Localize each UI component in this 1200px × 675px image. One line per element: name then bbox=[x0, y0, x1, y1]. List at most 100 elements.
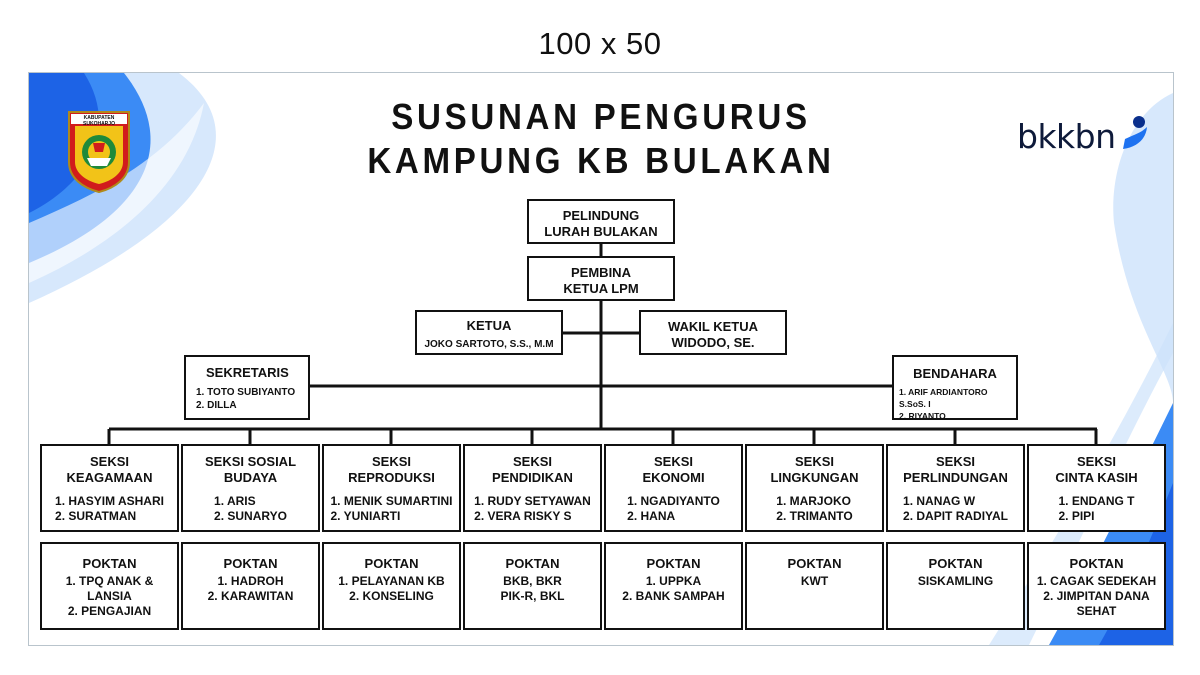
poktan-item: 2. KONSELING bbox=[349, 589, 434, 603]
sekretaris-title: SEKRETARIS bbox=[206, 365, 289, 380]
sekretaris-members: 1. TOTO SUBIYANTO 2. DILLA bbox=[196, 386, 308, 412]
bkkbn-logo-mark-icon bbox=[1123, 116, 1147, 149]
seksi-title-line2: CINTA KASIH bbox=[1055, 470, 1138, 485]
poktan-title: POKTAN bbox=[646, 556, 701, 571]
seksi-title-line1: SEKSI bbox=[1076, 454, 1116, 469]
poktan-title: POKTAN bbox=[928, 556, 983, 571]
bendahara-title: BENDAHARA bbox=[913, 366, 997, 381]
sekretaris-box: SEKRETARIS 1. TOTO SUBIYANTO 2. DILLA bbox=[184, 355, 310, 420]
poktan-item: KWT bbox=[800, 574, 829, 588]
bendahara-member: 2. RIYANTO bbox=[899, 411, 946, 421]
wakil-ketua-name: WIDODO, SE. bbox=[671, 335, 755, 350]
wakil-ketua-box: WAKIL KETUA WIDODO, SE. bbox=[639, 310, 787, 355]
seksi-title-line2: KEAGAMAAN bbox=[66, 470, 153, 485]
seksi-member: 2. TRIMANTO bbox=[776, 509, 853, 523]
poktan-title: POKTAN bbox=[1069, 556, 1124, 571]
poktan-item: 2. JIMPITAN DANA bbox=[1043, 589, 1150, 603]
ketua-name: JOKO SARTOTO, S.S., M.M bbox=[424, 339, 554, 350]
seksi-title-line1: SEKSI bbox=[512, 454, 552, 469]
canvas-size-label: 100 x 50 bbox=[538, 26, 662, 61]
seksi-member: 2. PIPI bbox=[1058, 509, 1095, 523]
title-line-2: KAMPUNG KB BULAKAN bbox=[367, 140, 835, 181]
poktan-title: POKTAN bbox=[82, 556, 137, 571]
banner: KABUPATEN SUKOHARJO bkkbn SUSUNAN PENGUR… bbox=[28, 72, 1174, 646]
seksi-title-line1: SEKSI bbox=[371, 454, 411, 469]
ketua-title: KETUA bbox=[466, 318, 512, 333]
sukoharjo-crest-icon bbox=[68, 111, 130, 194]
title-line-1: SUSUNAN PENGURUS bbox=[391, 96, 811, 137]
poktan-item: BKB, BKR bbox=[503, 574, 562, 588]
seksi-member: 1. MARJOKO bbox=[776, 494, 851, 508]
poktan-title: POKTAN bbox=[787, 556, 842, 571]
poktan-title: POKTAN bbox=[364, 556, 419, 571]
poktan-box: POKTAN SISKAMLING bbox=[886, 542, 1025, 630]
poktan-items: KWT bbox=[747, 574, 882, 589]
seksi-title-line1: SEKSI bbox=[794, 454, 834, 469]
seksi-member: 1. NGADIYANTO bbox=[627, 494, 720, 508]
seksi-title-line1: SEKSI bbox=[89, 454, 129, 469]
wakil-ketua-title: WAKIL KETUA bbox=[667, 319, 759, 334]
seksi-title-line2: PERLINDUNGAN bbox=[903, 470, 1008, 485]
poktan-title: POKTAN bbox=[223, 556, 278, 571]
poktan-title: POKTAN bbox=[505, 556, 560, 571]
ketua-box: KETUA JOKO SARTOTO, S.S., M.M bbox=[415, 310, 563, 355]
pembina-box: PEMBINA KETUA LPM bbox=[527, 256, 675, 301]
poktan-item: LANSIA bbox=[87, 589, 132, 603]
bendahara-members: 1. ARIF ARDIANTORO S.SoS. I 2. RIYANTO bbox=[899, 386, 1016, 422]
seksi-title-line2: PENDIDIKAN bbox=[492, 470, 573, 485]
crest-label: KABUPATEN SUKOHARJO bbox=[83, 115, 115, 127]
seksi-member: 1. MENIK SUMARTINI bbox=[330, 494, 453, 508]
poktan-items: SISKAMLING bbox=[888, 574, 1023, 589]
seksi-member: 2. HANA bbox=[627, 509, 676, 523]
poktan-item: 2. KARAWITAN bbox=[207, 589, 294, 603]
seksi-member: 2. SURATMAN bbox=[55, 509, 137, 523]
poktan-item: 1. TPQ ANAK & bbox=[65, 574, 154, 588]
seksi-member: 1. ENDANG T bbox=[1058, 494, 1135, 508]
poktan-item: PIK-R, BKL bbox=[500, 589, 565, 603]
poktan-item: 1. CAGAK SEDEKAH bbox=[1036, 574, 1157, 588]
seksi-title-line2: REPRODUKSI bbox=[348, 470, 435, 485]
seksi-title-line1: SEKSI bbox=[653, 454, 693, 469]
seksi-member: 2. DAPIT RADIYAL bbox=[903, 509, 1008, 523]
poktan-item: 1. UPPKA bbox=[645, 574, 702, 588]
seksi-title-line1: SEKSI bbox=[935, 454, 975, 469]
bkkbn-logo: bkkbn bbox=[1017, 113, 1147, 157]
pembina-name: KETUA LPM bbox=[563, 281, 639, 296]
bendahara-box: BENDAHARA 1. ARIF ARDIANTORO S.SoS. I 2.… bbox=[892, 355, 1018, 422]
poktan-box: POKTAN KWT bbox=[745, 542, 884, 630]
bkkbn-logo-text: bkkbn bbox=[1017, 117, 1116, 156]
seksi-member: 1. NANAG W bbox=[903, 494, 976, 508]
pelindung-name: LURAH BULAKAN bbox=[544, 224, 658, 239]
seksi-member: 1. ARIS bbox=[214, 494, 256, 508]
seksi-member: 2. SUNARYO bbox=[214, 509, 287, 523]
seksi-member: 2. VERA RISKY S bbox=[474, 509, 572, 523]
poktan-item: 2. PENGAJIAN bbox=[67, 604, 152, 618]
seksi-title-line2: BUDAYA bbox=[223, 470, 278, 485]
seksi-member: 1. HASYIM ASHARI bbox=[55, 494, 164, 508]
seksi-title-line2: EKONOMI bbox=[642, 470, 705, 485]
poktan-item: 1. PELAYANAN KB bbox=[338, 574, 445, 588]
